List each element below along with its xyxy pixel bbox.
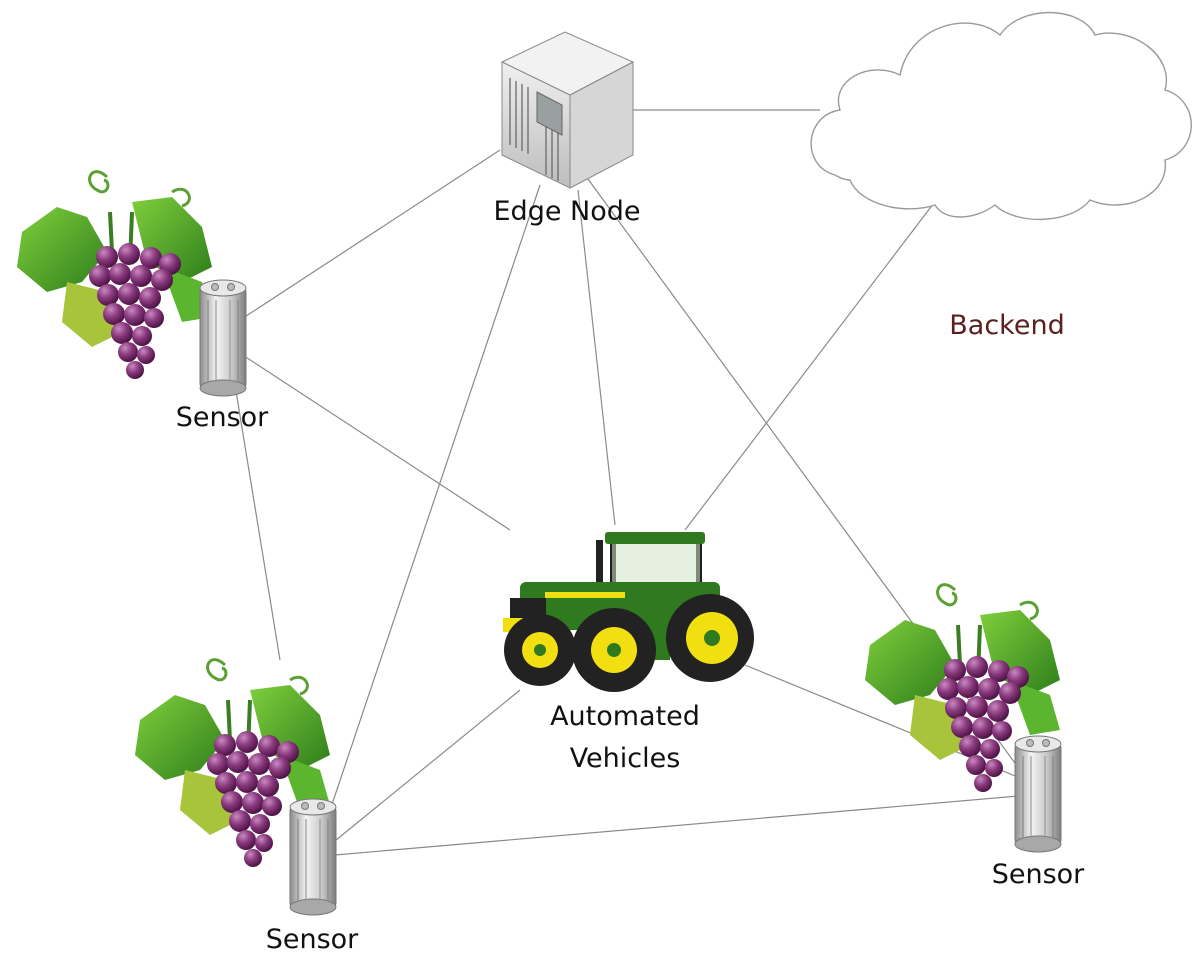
sensor-label-right: Sensor [991, 859, 1085, 890]
grapevine-icon [15, 169, 214, 381]
sensor-icon [289, 798, 337, 916]
backend-label: Backend [949, 310, 1065, 341]
sensor-icon [199, 279, 247, 397]
edge-node-label: Edge Node [493, 196, 641, 227]
tractor-icon [503, 532, 754, 692]
server-icon [500, 31, 635, 189]
sensor-icon [1014, 735, 1062, 853]
cloud-icon [810, 11, 1192, 221]
vehicles-label-line2: Vehicles [569, 743, 681, 774]
vehicles-label-line1: Automated [550, 701, 700, 732]
sensor-label-top-left: Sensor [175, 402, 269, 433]
sensor-label-bottom-left: Sensor [265, 924, 359, 955]
